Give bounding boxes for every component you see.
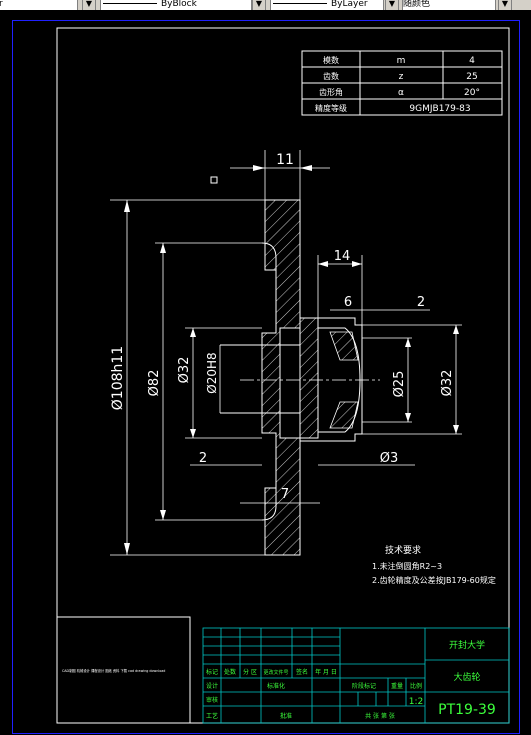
tb-label-check: 审核 (206, 696, 218, 704)
color-dropdown[interactable]: 随颜色 (402, 0, 496, 10)
ucs-marker-icon (210, 176, 218, 184)
stamp-text: CAD制图 机械设计 课程设计 图纸 资料 下载 cad drawing dow… (62, 668, 165, 673)
lineweight-dropdown[interactable]: ByLayer (270, 0, 384, 10)
dim-7: 7 (281, 487, 289, 502)
tb-label-sheets: 共 张 第 张 (365, 712, 395, 720)
tb-label-stage: 阶段标记 (352, 682, 376, 690)
param-row-name: 齿数 (323, 71, 339, 81)
tb-label-weight: 重量 (391, 682, 403, 690)
color-value: 随颜色 (403, 0, 431, 9)
dimension-arrows (124, 165, 459, 555)
tb-label-zone: 分 区 (243, 668, 257, 676)
title-drawing-number: PT19-39 (438, 702, 496, 718)
dim-phi25: Ø25 (392, 371, 407, 398)
dim-2-left: 2 (199, 451, 207, 466)
title-scale: 1:2 (409, 697, 423, 707)
param-row-name: 齿形角 (319, 87, 343, 97)
dim-phi20: Ø20H8 (205, 352, 219, 393)
title-part-name: 大齿轮 (453, 671, 480, 683)
chevron-down-icon[interactable]: ▼ (498, 0, 512, 10)
tb-label-sign: 签名 (296, 668, 308, 676)
dim-phi108: Ø108h11 (110, 346, 126, 410)
param-row-symbol: m (397, 56, 406, 66)
dim-6: 6 (344, 295, 352, 310)
tb-label-process: 工艺 (206, 712, 218, 720)
notes-title: 技术要求 (385, 544, 421, 556)
drawing-canvas[interactable]: 模数 m 4 齿数 z 25 齿形角 α 20° 精度等级 9GMJB179-8… (0, 10, 531, 735)
notes-line-2: 2.齿轮精度及公差按JB179-60规定 (372, 575, 496, 585)
stamp-box (56, 616, 191, 724)
properties-toolbar: r ▼ ByBlock ▼ ByLayer ▼ 随颜色 ▼ (0, 0, 531, 10)
param-row-name: 精度等级 (315, 103, 347, 113)
dimension-lines (110, 150, 462, 556)
param-row-symbol: z (399, 72, 404, 82)
gear-section-view (220, 199, 380, 556)
lineweight-value: ByLayer (331, 0, 368, 9)
title-block (202, 627, 510, 724)
title-school: 开封大学 (449, 639, 485, 651)
sheet-outer-border (12, 20, 520, 734)
chevron-down-icon[interactable]: ▼ (385, 0, 399, 10)
tb-label-standard: 标准化 (267, 682, 285, 690)
linetype-dropdown[interactable]: ByBlock (100, 0, 252, 10)
dim-phi32-left: Ø32 (177, 357, 192, 384)
param-row-symbol: α (398, 88, 404, 98)
tb-label-count: 处数 (224, 668, 236, 676)
dim-14: 14 (334, 249, 351, 264)
chevron-down-icon[interactable]: ▼ (252, 0, 266, 10)
dim-2-right: 2 (417, 295, 425, 310)
dim-phi82: Ø82 (147, 370, 162, 397)
layer-dropdown[interactable]: r (0, 0, 78, 10)
param-row-value: 25 (466, 72, 477, 82)
tb-label-date: 年 月 日 (315, 668, 337, 676)
layer-dropdown-value: r (0, 0, 3, 9)
param-row-name: 模数 (323, 55, 339, 65)
tb-label-mark: 标记 (206, 668, 218, 676)
param-row-value: 20° (464, 88, 480, 98)
linetype-value: ByBlock (161, 0, 197, 9)
param-row-value: 9GMJB179-83 (409, 104, 470, 114)
gear-parameter-table: 模数 m 4 齿数 z 25 齿形角 α 20° 精度等级 9GMJB179-8… (301, 50, 503, 116)
tb-label-approve: 批准 (280, 712, 292, 720)
chevron-down-icon[interactable]: ▼ (82, 0, 96, 10)
tb-label-scale: 比例 (410, 682, 422, 690)
dim-phi32-right: Ø32 (440, 370, 455, 397)
dim-phi3: Ø3 (380, 451, 399, 466)
tb-label-design: 设计 (206, 682, 218, 690)
param-row-value: 4 (469, 56, 475, 66)
notes-line-1: 1.未注倒圆角R2~3 (372, 561, 442, 571)
drawing-svg: 模数 m 4 齿数 z 25 齿形角 α 20° 精度等级 9GMJB179-8… (56, 27, 510, 724)
tb-label-change-doc: 更改文件号 (263, 669, 288, 676)
dim-11: 11 (276, 152, 294, 168)
